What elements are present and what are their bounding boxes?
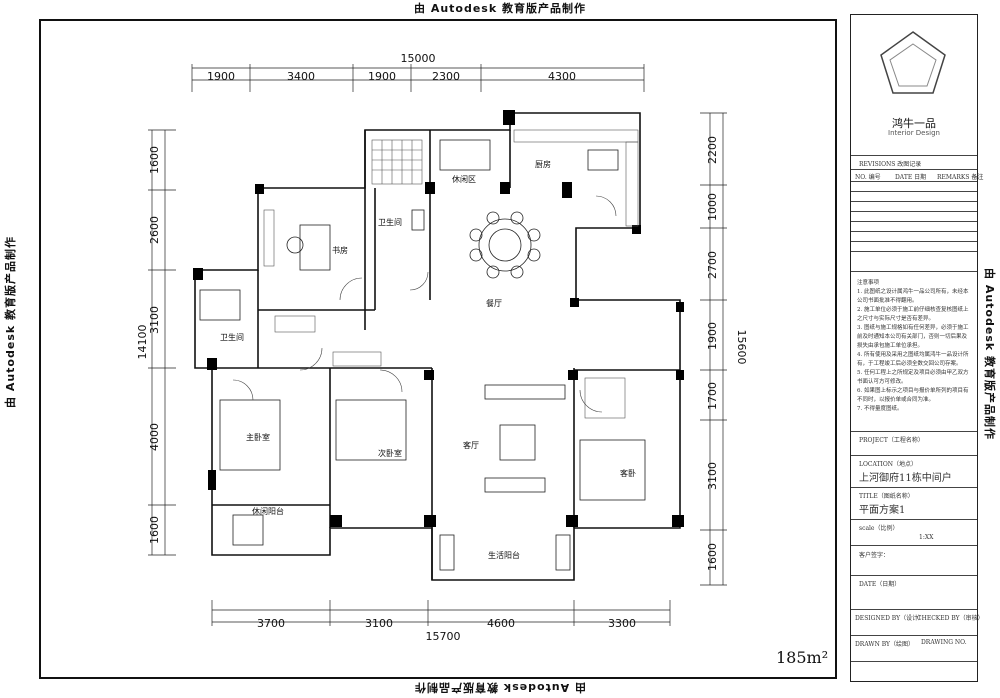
- dim-bottom-1: 3700: [257, 617, 285, 630]
- edu-stamp-top: 由 Autodesk 教育版产品制作: [413, 2, 586, 15]
- notes-title: 注意事项: [857, 280, 880, 286]
- rev-col-no: NO. 编号: [855, 174, 881, 181]
- note-item: 3. 图纸与施工规格如有任何差异，必须于施工前及时通知本公司有关部门，否则一切后…: [857, 325, 969, 349]
- dim-bottom-3: 4600: [487, 617, 515, 630]
- room-living: 客厅: [463, 440, 479, 450]
- scale-value: 1:XX: [919, 534, 934, 541]
- dim-top-5: 4300: [548, 70, 576, 83]
- note-item: 4. 所有使用及采用之图纸均属鸿牛一品设计所有，于工程竣工后必须全数交回公司存案…: [857, 352, 969, 367]
- dim-left-1: 1600: [148, 146, 161, 174]
- project-label: PROJECT（工程名称）: [859, 437, 924, 444]
- dim-right-1: 2200: [706, 136, 719, 164]
- drawing-frame: [39, 19, 837, 679]
- dim-bottom-total: 15700: [426, 630, 461, 643]
- brand-name: 鸿牛一品: [892, 117, 936, 130]
- client-signature-label: 客户签字：: [859, 552, 890, 559]
- dim-left-4: 4000: [148, 423, 161, 451]
- revisions-section: [851, 155, 977, 156]
- dim-bottom-4: 3300: [608, 617, 636, 630]
- room-second-bedroom: 次卧室: [378, 448, 402, 458]
- rev-col-date: DATE 日期: [895, 174, 927, 181]
- room-service-balcony: 生活阳台: [488, 550, 520, 560]
- dim-right-2: 1000: [706, 193, 719, 221]
- dim-right-3: 2700: [706, 251, 719, 279]
- dimension-ticks: [148, 64, 727, 626]
- dim-right-7: 1600: [706, 543, 719, 571]
- room-bath-2: 卫生间: [220, 332, 244, 342]
- notes-section: 注意事项 1. 此图纸之设计属鸿牛一品公司所有，未经本公司书面批准不得翻用。 2…: [857, 279, 971, 414]
- floor-area: 185m²: [776, 648, 829, 667]
- dim-left-5: 1600: [148, 516, 161, 544]
- dim-bottom-2: 3100: [365, 617, 393, 630]
- checked-by-label: CHECKED BY（审核）: [917, 615, 984, 622]
- date-label: DATE（日期）: [859, 581, 901, 588]
- walls: [194, 112, 681, 581]
- note-item: 5. 任何工程上之所规定及项目必须由甲乙双方书面认可方可修改。: [857, 370, 969, 385]
- dim-right-total: 15600: [735, 330, 748, 365]
- location-value: 上河御府11栋中间户: [859, 473, 952, 484]
- door-swings: [232, 195, 617, 413]
- note-item: 7. 不得量度图纸。: [857, 406, 903, 412]
- room-leisure: 休闲区: [452, 174, 476, 184]
- room-bath-1: 卫生间: [378, 217, 402, 227]
- note-item: 1. 此图纸之设计属鸿牛一品公司所有，未经本公司书面批准不得翻用。: [857, 289, 969, 304]
- dim-left-2: 2600: [148, 216, 161, 244]
- dim-left-total: 14100: [136, 325, 149, 360]
- dim-right-6: 3100: [706, 462, 719, 490]
- structural-columns: [193, 110, 684, 527]
- dim-top-4: 2300: [432, 70, 460, 83]
- scale-label: scale（比例）: [859, 525, 899, 532]
- dimension-lines: [151, 67, 724, 623]
- built-in-cabinets: [263, 129, 639, 419]
- room-guest-bedroom: 客卧: [620, 468, 636, 478]
- dim-right-4: 1900: [706, 322, 719, 350]
- designed-by-label: DESIGNED BY（设计）: [855, 615, 925, 622]
- dim-top-1: 1900: [207, 70, 235, 83]
- dim-left-3: 3100: [148, 306, 161, 334]
- room-study: 书房: [332, 245, 348, 255]
- logo-inner-pentagon-icon: [889, 43, 937, 87]
- furniture: [199, 139, 646, 571]
- room-dining: 餐厅: [486, 299, 502, 308]
- note-item: 6. 如果图上标示之项目与报价单所列的项目有不同时，以报价单或合同为准。: [857, 388, 969, 403]
- rev-col-remarks: REMARKS 备注: [937, 174, 984, 181]
- revisions-label: REVISIONS 改图记录: [859, 161, 922, 168]
- room-master-bedroom: 主卧室: [246, 432, 270, 442]
- room-leisure-balcony: 休闲阳台: [252, 506, 284, 516]
- title-block: 鸿牛一品 Interior Design REVISIONS 改图记录 NO. …: [850, 14, 984, 682]
- dim-top-3: 1900: [368, 70, 396, 83]
- dim-top-total: 15000: [401, 52, 436, 65]
- drawn-by-label: DRAWN BY（绘图）: [855, 641, 915, 648]
- drawing-no-label: DRAWING NO.: [921, 639, 967, 646]
- dim-right-5: 1700: [706, 382, 719, 410]
- note-item: 2. 施工单位必须于施工前仔细核查复核图纸上之尺寸与实际尺寸是否有差异。: [857, 307, 969, 322]
- location-label: LOCATION（地点）: [859, 461, 918, 468]
- logo-pentagon-icon: [880, 31, 946, 94]
- title-value: 平面方案1: [859, 505, 906, 516]
- brand-subtitle: Interior Design: [888, 129, 940, 137]
- room-kitchen: 厨房: [535, 159, 551, 169]
- title-label: TITLE（图纸名称）: [859, 493, 914, 500]
- dim-top-2: 3400: [287, 70, 315, 83]
